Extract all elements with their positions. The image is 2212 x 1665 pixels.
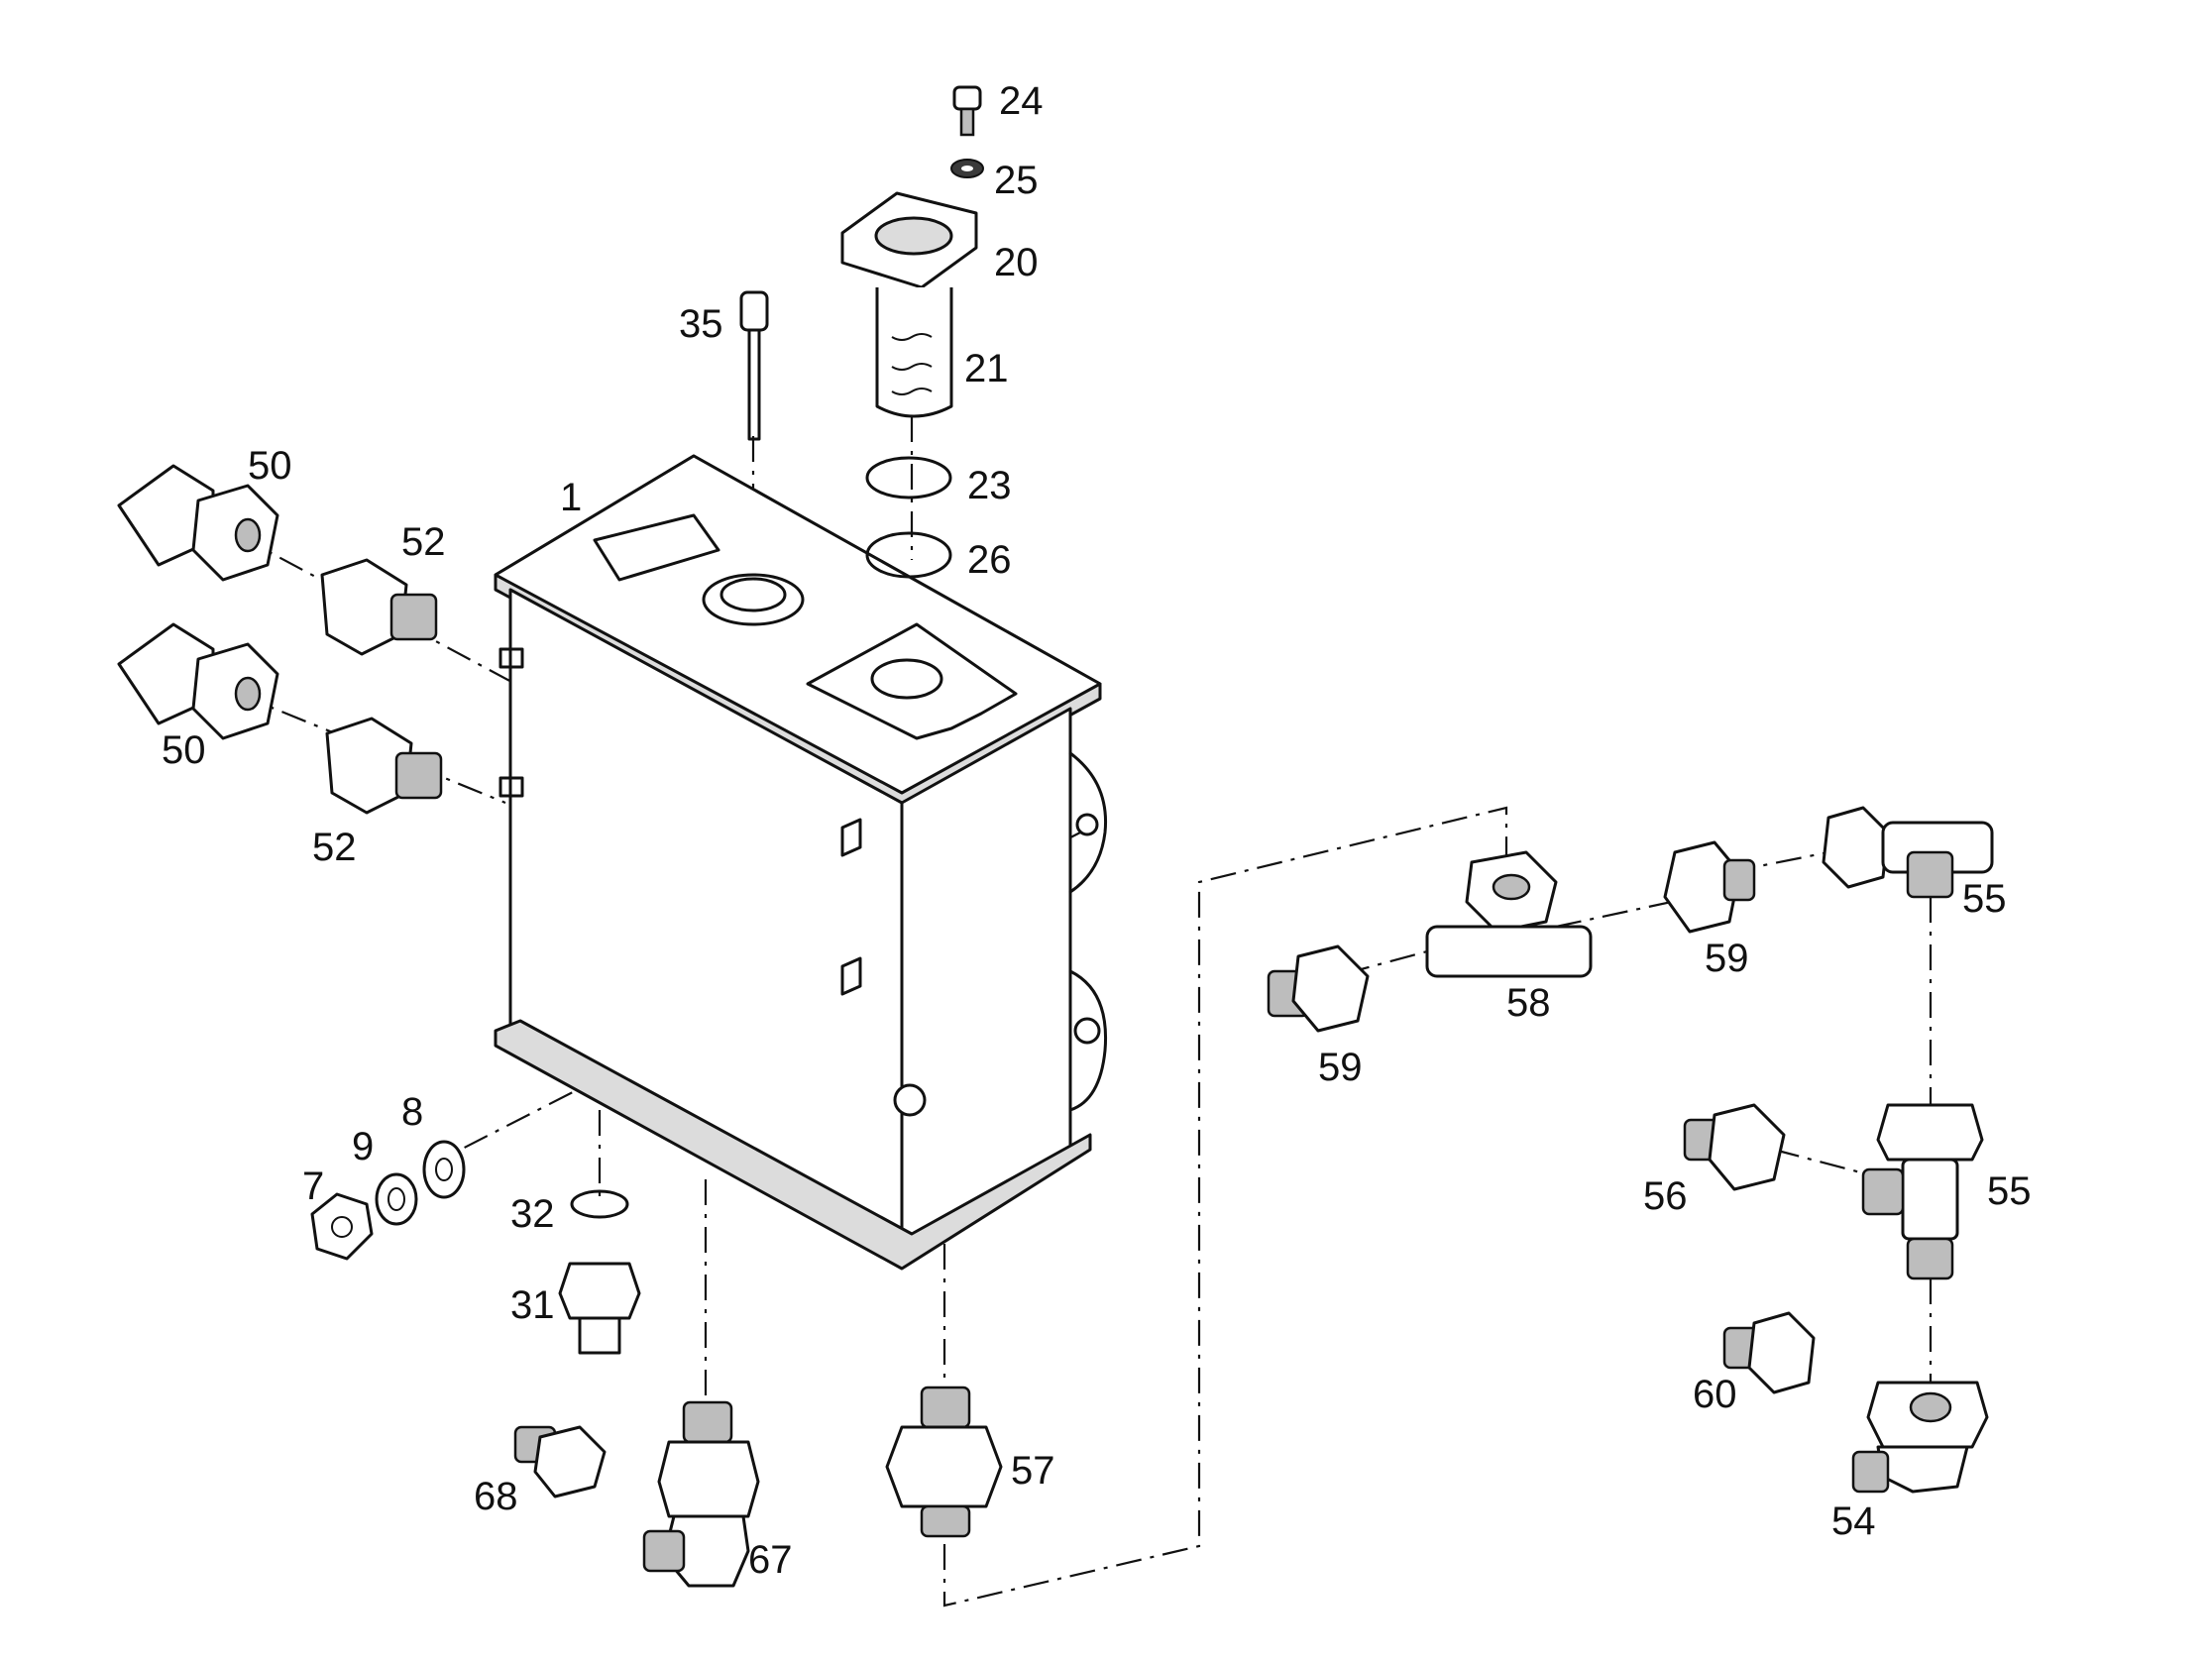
callout-35: 35 xyxy=(679,302,723,346)
part-59-adapter-left xyxy=(1267,944,1370,1033)
callout-56: 56 xyxy=(1643,1174,1688,1218)
part-59-adapter-right xyxy=(1663,840,1756,934)
callout-60: 60 xyxy=(1693,1373,1737,1416)
callout-labels: 1 7 8 9 20 21 23 24 25 26 31 32 35 50 50… xyxy=(162,79,2032,1582)
part-68-plug xyxy=(513,1425,607,1498)
part-50-elbow-top xyxy=(117,464,279,582)
callout-52-top: 52 xyxy=(401,520,446,564)
part-55-tee-top xyxy=(1822,806,1994,899)
part-21-strainer xyxy=(875,287,953,418)
part-23-o-ring xyxy=(865,456,952,500)
callout-50-bottom: 50 xyxy=(162,728,206,772)
part-67-elbow-fitting xyxy=(642,1400,760,1588)
part-56-reducer xyxy=(1683,1103,1786,1191)
callout-7: 7 xyxy=(302,1165,324,1208)
callout-32: 32 xyxy=(510,1192,555,1236)
part-52-adapter-top xyxy=(320,558,438,656)
part-7-nut xyxy=(310,1192,374,1261)
callout-52-bottom: 52 xyxy=(312,826,357,869)
callout-8: 8 xyxy=(401,1090,423,1134)
callout-25: 25 xyxy=(994,159,1039,202)
part-20-filler-cap xyxy=(840,191,978,289)
callout-20: 20 xyxy=(994,241,1039,284)
callout-54: 54 xyxy=(1831,1499,1876,1543)
part-54-elbow xyxy=(1851,1381,1989,1494)
callout-55-bottom: 55 xyxy=(1987,1169,2032,1213)
callout-59-left: 59 xyxy=(1318,1046,1363,1089)
part-8-washer xyxy=(422,1140,466,1199)
callout-24: 24 xyxy=(999,79,1044,123)
part-32-gasket xyxy=(570,1189,629,1219)
callout-1: 1 xyxy=(560,476,582,519)
part-50-elbow-bottom xyxy=(117,622,279,740)
hydraulic-tank xyxy=(494,454,1108,1271)
callout-31: 31 xyxy=(510,1283,555,1327)
part-57-adapter xyxy=(885,1386,1003,1538)
callout-59-right: 59 xyxy=(1705,937,1749,980)
callout-55-top: 55 xyxy=(1962,877,2007,921)
part-31-drain-plug xyxy=(558,1262,641,1355)
part-58-tee xyxy=(1425,850,1593,978)
part-24-bolt xyxy=(952,85,982,137)
part-9-lock-washer xyxy=(375,1172,418,1226)
part-52-adapter-bottom xyxy=(325,717,443,815)
callout-58: 58 xyxy=(1506,981,1551,1025)
callout-26: 26 xyxy=(967,538,1012,582)
callout-57: 57 xyxy=(1011,1449,1055,1493)
callout-9: 9 xyxy=(352,1125,374,1168)
callout-21: 21 xyxy=(964,347,1009,390)
callout-67: 67 xyxy=(748,1538,793,1582)
part-60-plug xyxy=(1722,1311,1816,1394)
callout-68: 68 xyxy=(474,1475,518,1518)
callout-23: 23 xyxy=(967,464,1012,507)
part-26-snap-ring xyxy=(865,531,952,579)
part-55-tee-bottom xyxy=(1861,1103,1984,1280)
part-35-dipstick xyxy=(739,290,769,441)
callout-50-top: 50 xyxy=(248,444,292,488)
assembly-lines xyxy=(237,416,1933,1608)
part-25-washer xyxy=(950,159,984,178)
